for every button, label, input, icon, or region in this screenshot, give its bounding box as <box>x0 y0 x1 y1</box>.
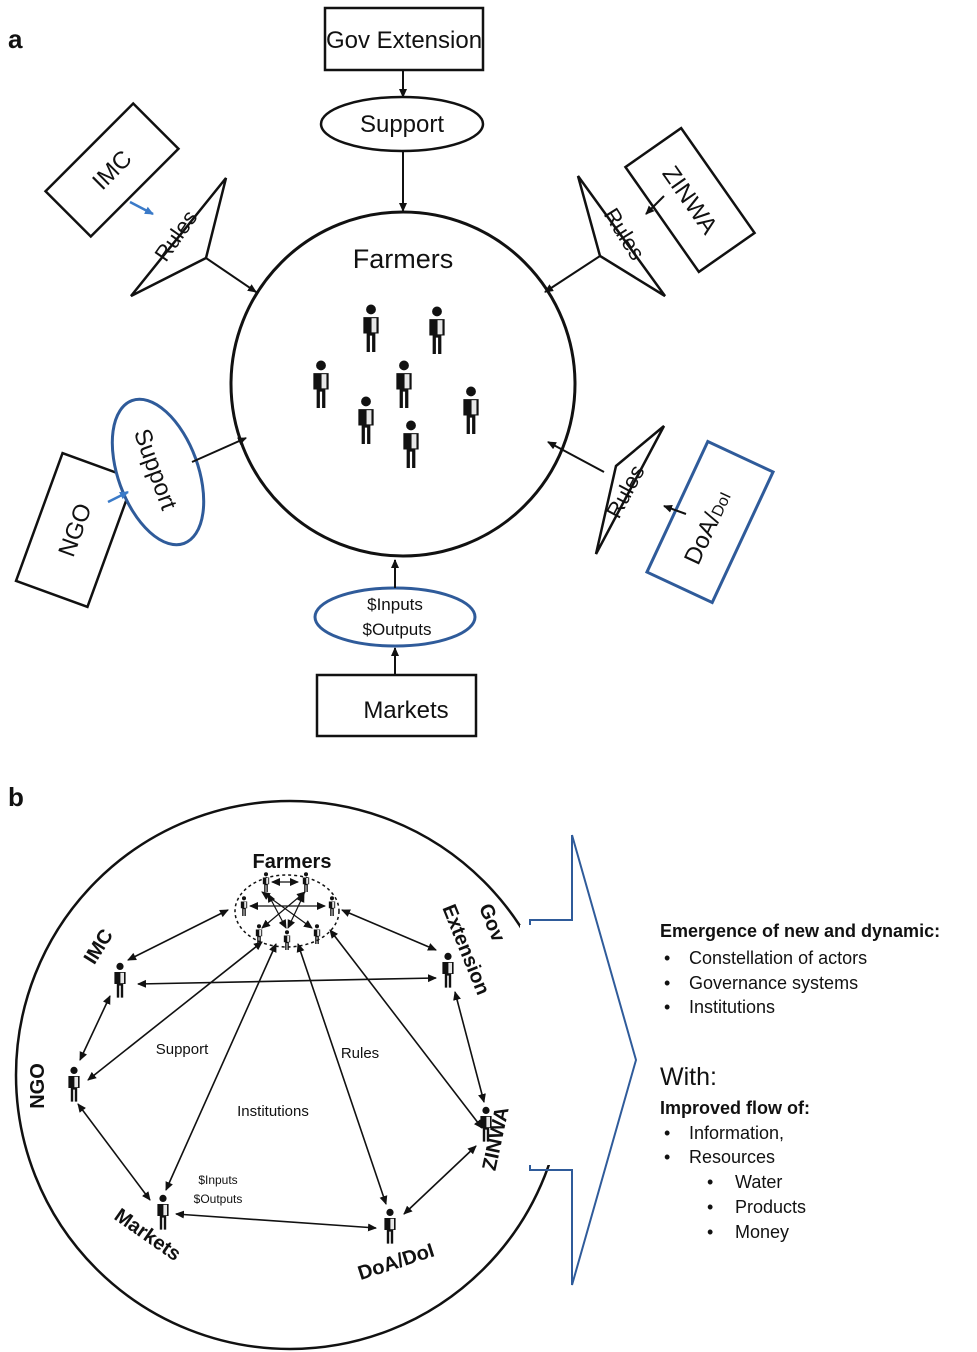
doa-rules-label: Rules <box>601 461 649 522</box>
farmer-icon <box>302 872 310 892</box>
svg-text:•: • <box>707 1197 713 1217</box>
edge <box>127 909 229 961</box>
svg-text:•: • <box>664 997 670 1017</box>
side-item: Institutions <box>689 997 775 1017</box>
flow-item: Information, <box>689 1123 784 1143</box>
farmer-icon <box>313 360 329 408</box>
arrow <box>107 490 129 504</box>
farmer-icon <box>403 420 419 468</box>
resource-item: Money <box>735 1222 789 1242</box>
edge <box>341 909 437 951</box>
rules-edge-label: Rules <box>341 1045 379 1062</box>
inputs-label: $Inputs <box>367 595 423 614</box>
arrow <box>645 195 665 215</box>
network-edges <box>77 909 486 1232</box>
edge <box>137 974 437 988</box>
zinwa-node-label: ZINWA <box>479 1105 514 1173</box>
gov-node-label: Gov <box>474 901 509 946</box>
side-item: Governance systems <box>689 973 858 993</box>
support-label: Support <box>360 111 444 138</box>
svg-text:•: • <box>664 1147 670 1167</box>
imc-box: IMC <box>43 101 181 239</box>
svg-text:•: • <box>664 948 670 968</box>
markets-node-label: Markets <box>110 1204 185 1265</box>
zinwa-rules-shape <box>576 175 667 298</box>
flow-item: Resources <box>689 1147 775 1167</box>
ngo-node-label: NGO <box>27 1063 49 1109</box>
network-circle <box>14 799 566 1351</box>
edge <box>79 995 111 1061</box>
zinwa-box: ZINWA <box>623 126 757 274</box>
ngo-support-ellipse <box>110 397 206 547</box>
doa-node-icon <box>384 1208 396 1244</box>
edge <box>165 943 277 1191</box>
farmer-icon <box>328 896 336 916</box>
farmers-circle <box>229 210 577 558</box>
farmer-icon <box>240 896 248 916</box>
arrow <box>547 441 605 473</box>
svg-text:•: • <box>664 1123 670 1143</box>
farmer-icon <box>262 872 270 892</box>
edge <box>175 1210 377 1232</box>
edge <box>403 1145 477 1215</box>
inputs-edge-label: $Inputs <box>198 1173 237 1187</box>
ngo-box: NGO <box>14 451 136 609</box>
side-item: Constellation of actors <box>689 948 867 968</box>
arrow-edge <box>550 835 573 921</box>
support-edge-label: Support <box>156 1041 209 1058</box>
edge <box>87 941 263 1081</box>
farmer-icon <box>363 304 379 352</box>
arrow-edge <box>550 1169 573 1285</box>
farmers-title: Farmers <box>353 244 454 274</box>
arrow <box>544 255 601 293</box>
doa-box: DoA/DoI <box>644 439 776 605</box>
side-heading: Emergence of new and dynamic: <box>660 921 940 941</box>
gov-extension-label: Gov Extension <box>326 27 482 54</box>
farmer-icon <box>429 306 445 354</box>
edge <box>453 991 486 1103</box>
farmers-cluster <box>234 874 340 948</box>
outputs-label: $Outputs <box>363 620 432 639</box>
side-list: • Constellation of actors • Governance s… <box>664 948 867 1017</box>
arrow-mask <box>520 925 590 1165</box>
panel-a-label: a <box>8 24 23 54</box>
doa-node-label: DoA/DoI <box>355 1240 437 1285</box>
outputs-edge-label: $Outputs <box>194 1192 243 1206</box>
gov-node-icon <box>442 952 454 988</box>
markets-label: Markets <box>363 697 448 724</box>
with-label: With: <box>660 1063 717 1091</box>
farmers-node-label: Farmers <box>253 851 332 873</box>
svg-text:•: • <box>664 973 670 993</box>
ngo-node-icon <box>68 1066 80 1102</box>
arrow <box>205 257 257 293</box>
farmers-cluster-people <box>240 872 336 950</box>
imc-node-label: IMC <box>80 925 118 968</box>
institutions-label: Institutions <box>237 1103 309 1120</box>
edge <box>77 1103 151 1201</box>
resource-item: Water <box>735 1172 782 1192</box>
markets-node-icon <box>157 1194 169 1230</box>
arrow <box>129 200 154 216</box>
improved-label: Improved flow of: <box>660 1098 810 1118</box>
farmer-icon <box>358 396 374 444</box>
farmer-icon <box>396 360 412 408</box>
arrow <box>191 437 247 463</box>
imc-node-icon <box>114 962 126 998</box>
arrow <box>663 504 687 515</box>
panel-b-label: b <box>8 782 24 812</box>
farmer-icon <box>463 386 479 434</box>
imc-rules-shape <box>130 177 228 298</box>
resource-item: Products <box>735 1197 806 1217</box>
doa-rules-shape <box>594 425 666 555</box>
edge <box>296 943 388 1205</box>
svg-text:•: • <box>707 1222 713 1242</box>
farmers-group <box>313 304 479 468</box>
markets-box <box>315 673 478 738</box>
svg-text:•: • <box>707 1172 713 1192</box>
